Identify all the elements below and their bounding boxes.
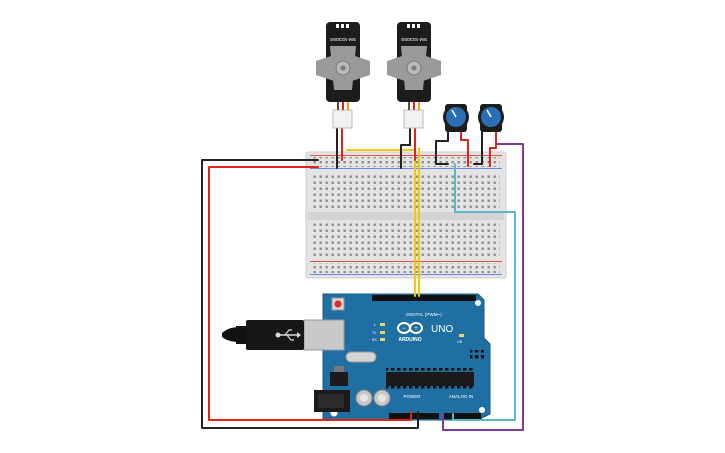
wire-pot2-red xyxy=(489,130,497,167)
icsp-header xyxy=(470,350,484,360)
led-label-l: L xyxy=(374,323,376,327)
servo-connector xyxy=(332,109,353,129)
status-leds: L TX RX ON xyxy=(372,323,464,344)
wire-purple-analog xyxy=(442,143,524,431)
led-label-rx: RX xyxy=(372,338,378,342)
mounting-hole xyxy=(479,407,485,413)
servo-motor-1[interactable]: SM-S2309S xyxy=(316,22,370,129)
servo-motor-2[interactable]: SM-S2309S xyxy=(387,22,441,129)
potentiometer-1[interactable] xyxy=(443,104,469,132)
potentiometer-2[interactable] xyxy=(478,104,504,132)
servo-horn xyxy=(316,46,370,90)
digital-header-label: DIGITAL (PWM~) xyxy=(406,312,442,317)
usb-icon xyxy=(275,329,301,341)
microcontroller-chip xyxy=(386,368,474,390)
wire-servo2-black xyxy=(400,127,411,169)
wires xyxy=(201,127,524,431)
servo-connector xyxy=(403,109,424,129)
on-led-label: ON xyxy=(457,340,463,344)
svg-text:−: − xyxy=(402,326,406,332)
led-label-tx: TX xyxy=(372,331,377,335)
arduino-logo: − + xyxy=(397,322,423,334)
usb-jack xyxy=(303,319,345,351)
svg-text:+: + xyxy=(414,326,418,332)
usb-cable[interactable] xyxy=(222,320,304,350)
breadboard[interactable] xyxy=(305,151,507,279)
crystal-oscillator xyxy=(345,351,377,363)
servo-2-model-label: SM-S2309S xyxy=(401,36,427,42)
voltage-regulator xyxy=(330,372,348,386)
servo-1-model-label: SM-S2309S xyxy=(330,36,356,42)
board-model-label: UNO xyxy=(431,324,453,335)
mounting-hole xyxy=(475,300,481,306)
servo-horn xyxy=(387,46,441,90)
wire-teal-analog xyxy=(452,163,516,421)
power-header-label: POWER xyxy=(403,394,421,399)
capacitors xyxy=(355,389,391,407)
wire-black-gnd xyxy=(201,159,419,429)
reset-button[interactable] xyxy=(331,297,345,311)
board-brand-label: ARDUINO xyxy=(398,337,421,343)
wire-pot1-black xyxy=(435,130,449,165)
wire-pot1-red xyxy=(460,130,469,167)
analog-header-label: ANALOG IN xyxy=(449,394,474,399)
wire-red-5v xyxy=(208,166,412,421)
wire-pot2-black xyxy=(473,130,483,165)
arduino-uno-board[interactable]: DIGITAL (PWM~) − + ARDUINO UNO L TX RX O… xyxy=(322,293,491,421)
